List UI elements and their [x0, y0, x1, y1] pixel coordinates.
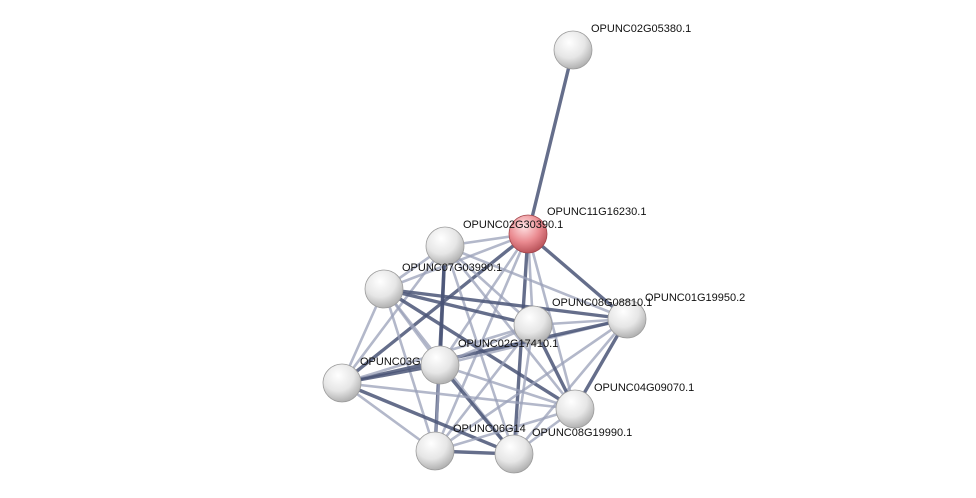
edge-OPUNC02G05380.1-OPUNC11G16230.1	[526, 48, 575, 236]
edge-OPUNC01G19950.2-OPUNC03G	[340, 317, 629, 385]
node-label-OPUNC02G17410.1: OPUNC02G17410.1	[458, 338, 558, 350]
node-label-OPUNC11G16230.1: OPUNC11G16230.1	[547, 206, 646, 218]
edge-OPUNC02G17410.1-OPUNC04G09070.1	[438, 363, 577, 411]
edge-OPUNC08G08810.1-OPUNC08G19990.1	[512, 323, 535, 456]
node-OPUNC04G09070.1[interactable]	[555, 389, 595, 429]
node-OPUNC06G14[interactable]	[415, 431, 455, 471]
edge-OPUNC11G16230.1-OPUNC03G	[340, 232, 530, 385]
node-OPUNC03G[interactable]	[322, 363, 362, 403]
edge-OPUNC02G30390.1-OPUNC08G08810.1	[443, 244, 535, 327]
node-OPUNC02G05380.1[interactable]	[553, 30, 593, 70]
node-OPUNC07G03990.1[interactable]	[364, 269, 404, 309]
edge-OPUNC03G-OPUNC08G19990.1	[340, 381, 516, 456]
node-label-OPUNC02G05380.1: OPUNC02G05380.1	[591, 23, 691, 35]
edge-OPUNC07G03990.1-OPUNC08G08810.1	[382, 287, 535, 327]
node-OPUNC01G19950.2[interactable]	[607, 299, 647, 339]
node-label-OPUNC02G30390.1: OPUNC02G30390.1	[463, 219, 563, 231]
edge-OPUNC08G08810.1-OPUNC06G14	[433, 323, 535, 453]
node-label-OPUNC01G19950.2: OPUNC01G19950.2	[645, 292, 745, 304]
node-OPUNC08G19990.1[interactable]	[494, 434, 534, 474]
edge-OPUNC02G30390.1-OPUNC03G	[340, 244, 447, 385]
node-OPUNC11G16230.1[interactable]	[508, 214, 548, 254]
node-label-OPUNC06G14: OPUNC06G14	[453, 423, 526, 435]
node-label-OPUNC07G03990.1: OPUNC07G03990.1	[402, 262, 502, 274]
edge-OPUNC04G09070.1-OPUNC06G14	[433, 407, 577, 453]
edge-OPUNC11G16230.1-OPUNC06G14	[433, 232, 530, 453]
node-OPUNC02G30390.1[interactable]	[425, 226, 465, 266]
edge-OPUNC11G16230.1-OPUNC02G17410.1	[438, 232, 530, 367]
edge-OPUNC02G30390.1-OPUNC04G09070.1	[443, 244, 577, 411]
node-label-OPUNC08G08810.1: OPUNC08G08810.1	[552, 297, 652, 309]
node-OPUNC02G17410.1[interactable]	[420, 345, 460, 385]
node-label-OPUNC04G09070.1: OPUNC04G09070.1	[594, 382, 694, 394]
edge-OPUNC03G-OPUNC04G09070.1	[340, 381, 577, 411]
edge-OPUNC01G19950.2-OPUNC08G19990.1	[512, 317, 629, 456]
edge-OPUNC01G19950.2-OPUNC06G14	[433, 317, 629, 453]
label-layer: OPUNC02G05380.1OPUNC11G16230.1OPUNC02G30…	[360, 23, 745, 439]
edge-OPUNC11G16230.1-OPUNC01G19950.2	[526, 232, 629, 321]
node-layer	[322, 30, 647, 474]
node-label-OPUNC08G19990.1: OPUNC08G19990.1	[532, 427, 632, 439]
edge-OPUNC07G03990.1-OPUNC01G19950.2	[382, 287, 629, 321]
edge-OPUNC02G30390.1-OPUNC01G19950.2	[443, 244, 629, 321]
node-label-OPUNC03G: OPUNC03G	[360, 356, 421, 368]
node-OPUNC08G08810.1[interactable]	[513, 305, 553, 345]
